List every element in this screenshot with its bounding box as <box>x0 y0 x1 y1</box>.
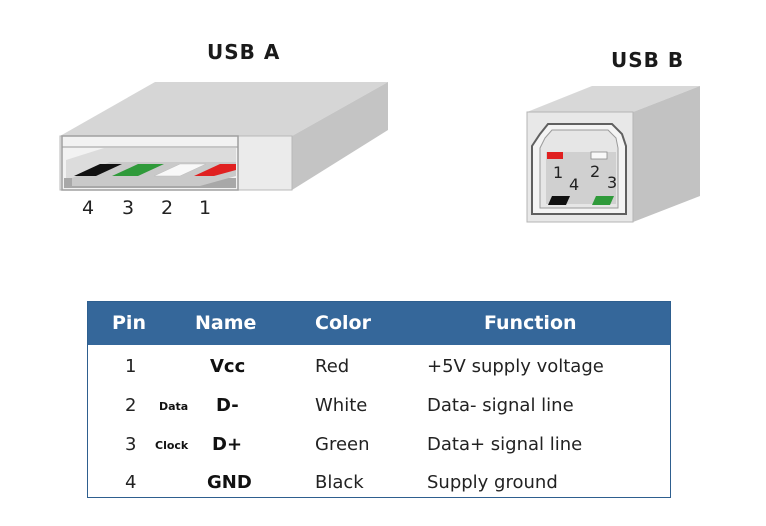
usb-a-pin-number: 1 <box>199 197 211 219</box>
usb-a-pin-4-contact <box>74 164 122 176</box>
usb-b-pin-1-contact <box>547 152 563 159</box>
wire-color: Green <box>315 434 370 455</box>
usb-a-pin-2-contact <box>153 163 207 177</box>
usb-a-title: USB A <box>207 40 281 64</box>
pin-name: Vcc <box>210 356 246 377</box>
pin-name: GND <box>207 472 252 493</box>
pin-function: +5V supply voltage <box>427 356 604 377</box>
usb-a-pin-number: 2 <box>161 197 173 219</box>
pin-function: Data+ signal line <box>427 434 583 455</box>
usb-b-pin-3-contact <box>592 196 614 205</box>
pinout-table: Pin Name Color Function 1 Vcc Red +5V su… <box>87 301 671 498</box>
pin-function: Supply ground <box>427 472 558 493</box>
usb-a-connector <box>59 82 388 191</box>
usb-b-pin-number: 1 <box>553 163 563 182</box>
usb-a-pin-3-contact <box>112 164 164 176</box>
pin-tag: Data <box>159 400 189 413</box>
pin-number: 3 <box>125 434 137 455</box>
header-pin: Pin <box>112 312 146 334</box>
usb-b-connector <box>526 86 700 223</box>
wire-color: Red <box>315 356 350 377</box>
table-header <box>88 302 670 345</box>
usb-b-pin-number: 4 <box>569 175 579 194</box>
pin-tag: Clock <box>155 439 189 452</box>
usb-b-title: USB B <box>611 48 685 72</box>
usb-a-pin-1-contact <box>194 164 236 176</box>
usb-b-pin-4-contact <box>548 196 570 205</box>
usb-connectors-drawing: 4 3 2 1 1 2 3 4 <box>59 82 700 223</box>
usb-b-pin-number: 3 <box>607 173 617 192</box>
usb-a-pin-number: 3 <box>122 197 134 219</box>
pin-function: Data- signal line <box>427 395 574 416</box>
pin-number: 4 <box>125 472 137 493</box>
pin-number: 1 <box>125 356 137 377</box>
wire-color: Black <box>315 472 364 493</box>
wire-color: White <box>315 395 368 416</box>
header-color: Color <box>315 312 371 334</box>
pin-name: D- <box>216 395 239 416</box>
pin-number: 2 <box>125 395 137 416</box>
header-function: Function <box>484 312 577 334</box>
usb-a-pin-number: 4 <box>82 197 94 219</box>
usb-b-pin-number: 2 <box>590 162 600 181</box>
header-name: Name <box>195 312 257 334</box>
usb-b-pin-2-contact <box>590 151 608 160</box>
pin-name: D+ <box>212 434 243 455</box>
